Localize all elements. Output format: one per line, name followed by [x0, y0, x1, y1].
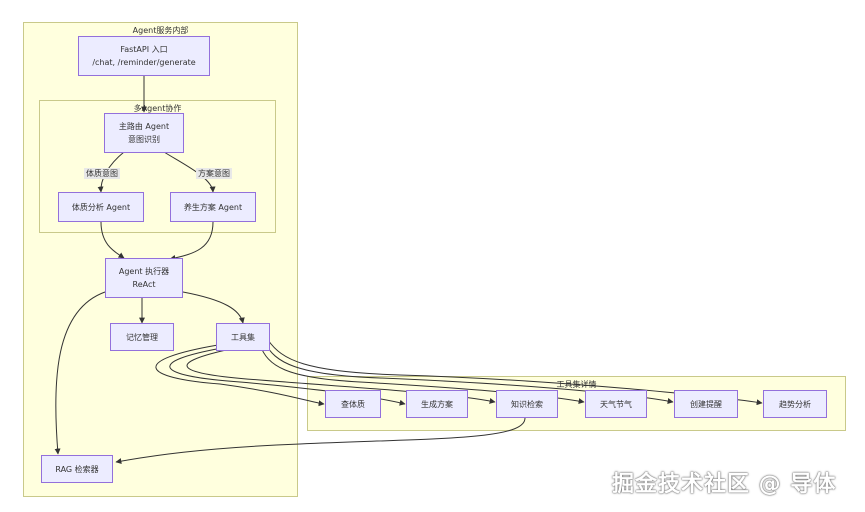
edge-executor-toolset [182, 291, 245, 324]
node-query-constitution-line1: 查体质 [341, 399, 365, 409]
node-generate-plan-line1: 生成方案 [421, 399, 453, 409]
edge-label-plan-intent: 方案意图 [196, 168, 232, 179]
node-knowledge-search-line1: 知识检索 [511, 399, 543, 409]
node-constitution-agent[interactable]: 体质分析 Agent [58, 192, 144, 222]
edge-knowledge-rag [115, 417, 526, 465]
node-fastapi-entry[interactable]: FastAPI 入口 /chat, /reminder/generate [78, 36, 210, 76]
node-create-reminder[interactable]: 创建提醒 [674, 390, 738, 418]
node-toolset-line1: 工具集 [231, 332, 255, 342]
cluster-label-multi-agent: 多Agent协作 [133, 104, 182, 113]
node-fastapi-line2: /chat, /reminder/generate [92, 58, 196, 67]
edge-plan-executor [169, 221, 214, 261]
node-constitution-line1: 体质分析 Agent [71, 202, 131, 212]
node-plan-agent-line1: 养生方案 Agent [183, 202, 243, 212]
node-fastapi-line1: FastAPI 入口 [120, 45, 168, 54]
node-router-line2: 意图识别 [128, 135, 160, 144]
edge-router-plan [163, 151, 216, 193]
watermark-text: 掘金技术社区 @ 导体 [612, 472, 837, 497]
node-trend-analysis[interactable]: 趋势分析 [763, 390, 827, 418]
node-main-router-agent[interactable]: 主路由 Agent 意图识别 [104, 113, 184, 153]
node-weather-solar-term[interactable]: 天气节气 [585, 390, 647, 418]
edge-constitution-executor [100, 221, 125, 259]
node-memory-manager[interactable]: 记忆管理 [110, 323, 174, 351]
node-trend-analysis-line1: 趋势分析 [779, 399, 811, 409]
node-memory-line1: 记忆管理 [126, 332, 158, 342]
node-rag-line1: RAG 检索器 [55, 464, 99, 474]
node-executor-line1: Agent 执行器 [118, 267, 170, 276]
edge-label-constitution-intent: 体质意图 [84, 168, 120, 179]
cluster-label-agent-service: Agent服务内部 [132, 26, 189, 35]
node-knowledge-search[interactable]: 知识检索 [496, 390, 558, 418]
node-toolset[interactable]: 工具集 [216, 323, 270, 351]
node-rag-retriever[interactable]: RAG 检索器 [41, 455, 113, 483]
node-executor-line2: ReAct [132, 280, 156, 289]
edge-toolset-query [155, 344, 325, 407]
node-router-line1: 主路由 Agent [118, 122, 170, 131]
node-query-constitution[interactable]: 查体质 [325, 390, 381, 418]
node-weather-line1: 天气节气 [600, 399, 632, 409]
edge-executor-rag [54, 291, 106, 455]
node-create-reminder-line1: 创建提醒 [690, 399, 722, 409]
node-plan-agent[interactable]: 养生方案 Agent [170, 192, 256, 222]
node-agent-executor[interactable]: Agent 执行器 ReAct [105, 258, 183, 298]
node-generate-plan[interactable]: 生成方案 [406, 390, 468, 418]
